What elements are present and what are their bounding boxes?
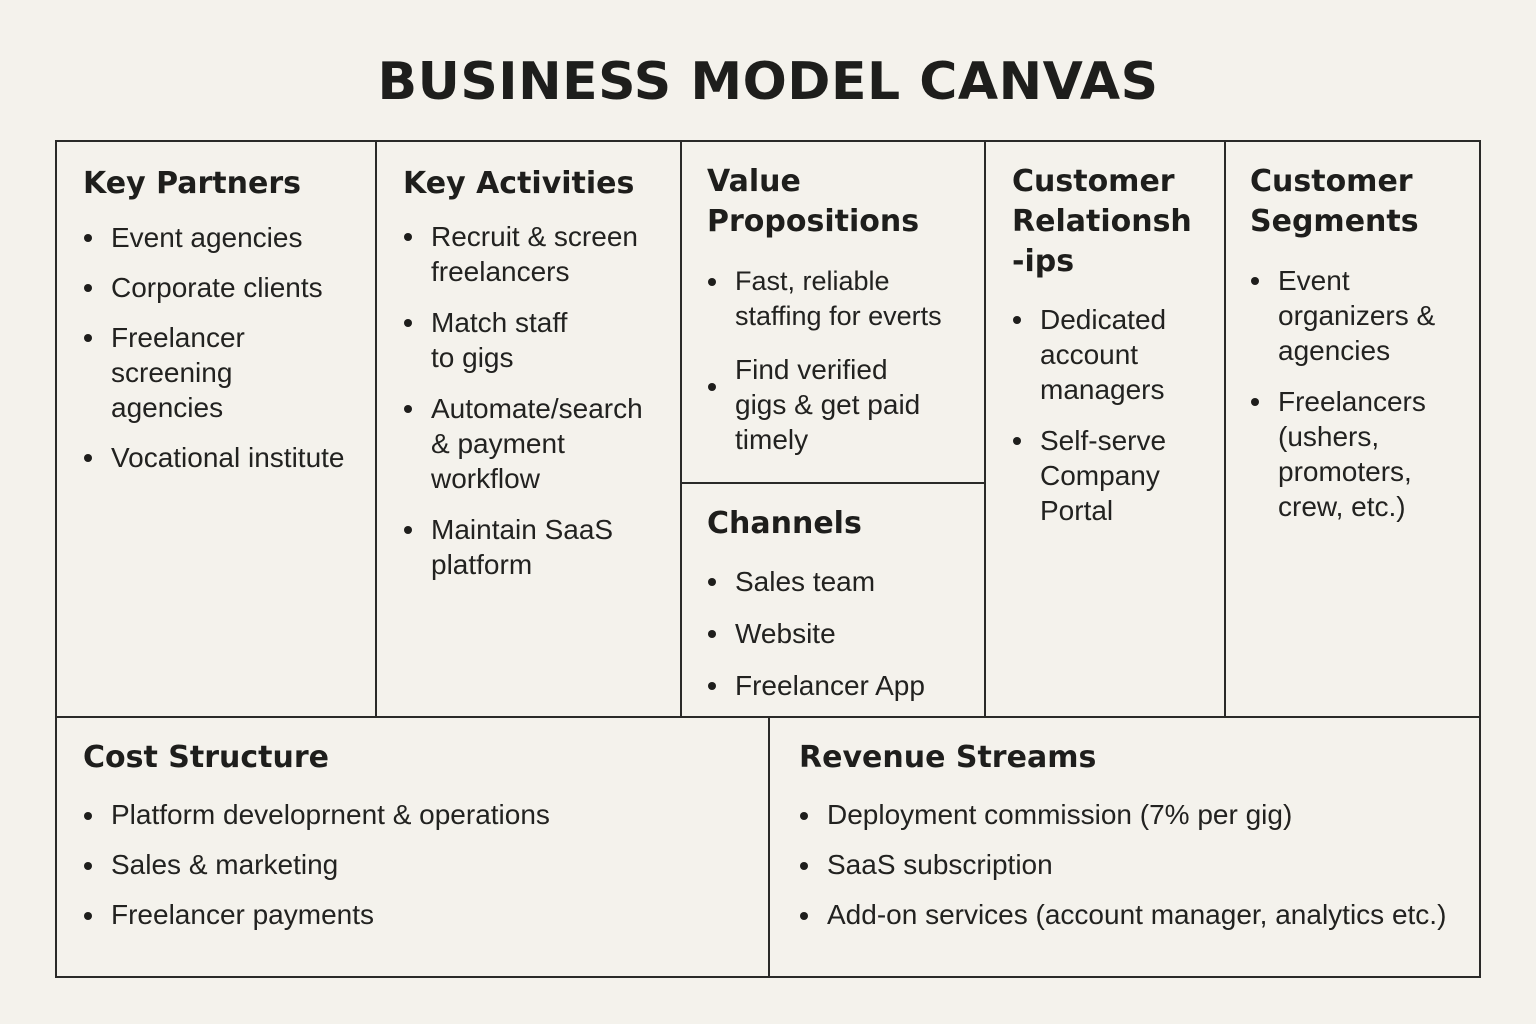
channels-list: Sales team Website Freelancer App [707,564,984,703]
revenue-streams-block: Revenue Streams Deployment commission (7… [770,716,1479,976]
list-item: Website [707,616,984,651]
list-item: Deployment commission (7% per gig) [799,798,1479,832]
value-propositions-block: Value Propositions Fast, reliable staffi… [682,142,986,484]
key-activities-block: Key Activities Recruit & screen freelanc… [377,142,682,716]
list-item: Dedicated account managers [1012,302,1190,407]
page-title: BUSINESS MODEL CANVAS [377,52,1159,112]
list-item: Platform developrnent & operations [83,798,768,832]
channels-block: Channels Sales team Website Freelancer A… [682,484,986,716]
cost-structure-heading: Cost Structure [83,740,329,775]
list-item: SaaS subscription [799,848,1479,882]
list-item: Match staff to gigs [403,305,581,375]
list-item: Find verified gigs & get paid timely [707,352,925,457]
list-item: Maintain SaaS platform [403,512,631,582]
key-partners-heading: Key Partners [83,166,301,201]
cost-structure-list: Platform developrnent & operations Sales… [83,798,768,932]
value-propositions-list: Fast, reliable staffing for everts Find … [707,264,984,457]
customer-relationships-block: Customer Relationsh-ips Dedicated accoun… [986,142,1226,716]
key-activities-list: Recruit & screen freelancers Match staff… [403,219,680,582]
revenue-streams-list: Deployment commission (7% per gig) SaaS … [799,798,1479,932]
list-item: Sales & marketing [83,848,768,882]
list-item: Event agencies [83,220,375,255]
list-item: Self-serve Company Portal [1012,423,1190,528]
list-item: Event organizers & agencies [1250,263,1438,368]
customer-segments-heading: Customer Segments [1250,164,1419,239]
channels-heading: Channels [707,506,862,541]
key-partners-block: Key Partners Event agencies Corporate cl… [57,142,377,716]
customer-segments-list: Event organizers & agencies Freelancers … [1250,263,1479,524]
customer-relationships-heading: Customer Relationsh-ips [1012,164,1192,279]
key-activities-heading: Key Activities [403,166,635,201]
cost-structure-block: Cost Structure Platform developrnent & o… [57,716,770,976]
business-model-canvas: Key Partners Event agencies Corporate cl… [55,140,1481,978]
value-propositions-heading: Value Propositions [707,164,920,239]
list-item: Add-on services (account manager, analyt… [799,898,1479,932]
customer-relationships-list: Dedicated account managers Self-serve Co… [1012,302,1224,528]
list-item: Sales team [707,564,984,599]
list-item: Freelancer App [707,668,984,703]
customer-segments-block: Customer Segments Event organizers & age… [1226,142,1479,716]
list-item: Automate/search & payment workflow [403,391,659,496]
list-item: Vocational institute [83,440,375,475]
list-item: Corporate clients [83,270,375,305]
list-item: Freelancer screening agencies [83,320,261,425]
revenue-streams-heading: Revenue Streams [799,740,1097,775]
list-item: Freelancer payments [83,898,768,932]
key-partners-list: Event agencies Corporate clients Freelan… [83,220,375,475]
list-item: Fast, reliable staffing for everts [707,264,965,334]
list-item: Recruit & screen freelancers [403,219,661,289]
list-item: Freelancers (ushers, promoters, crew, et… [1250,384,1448,524]
